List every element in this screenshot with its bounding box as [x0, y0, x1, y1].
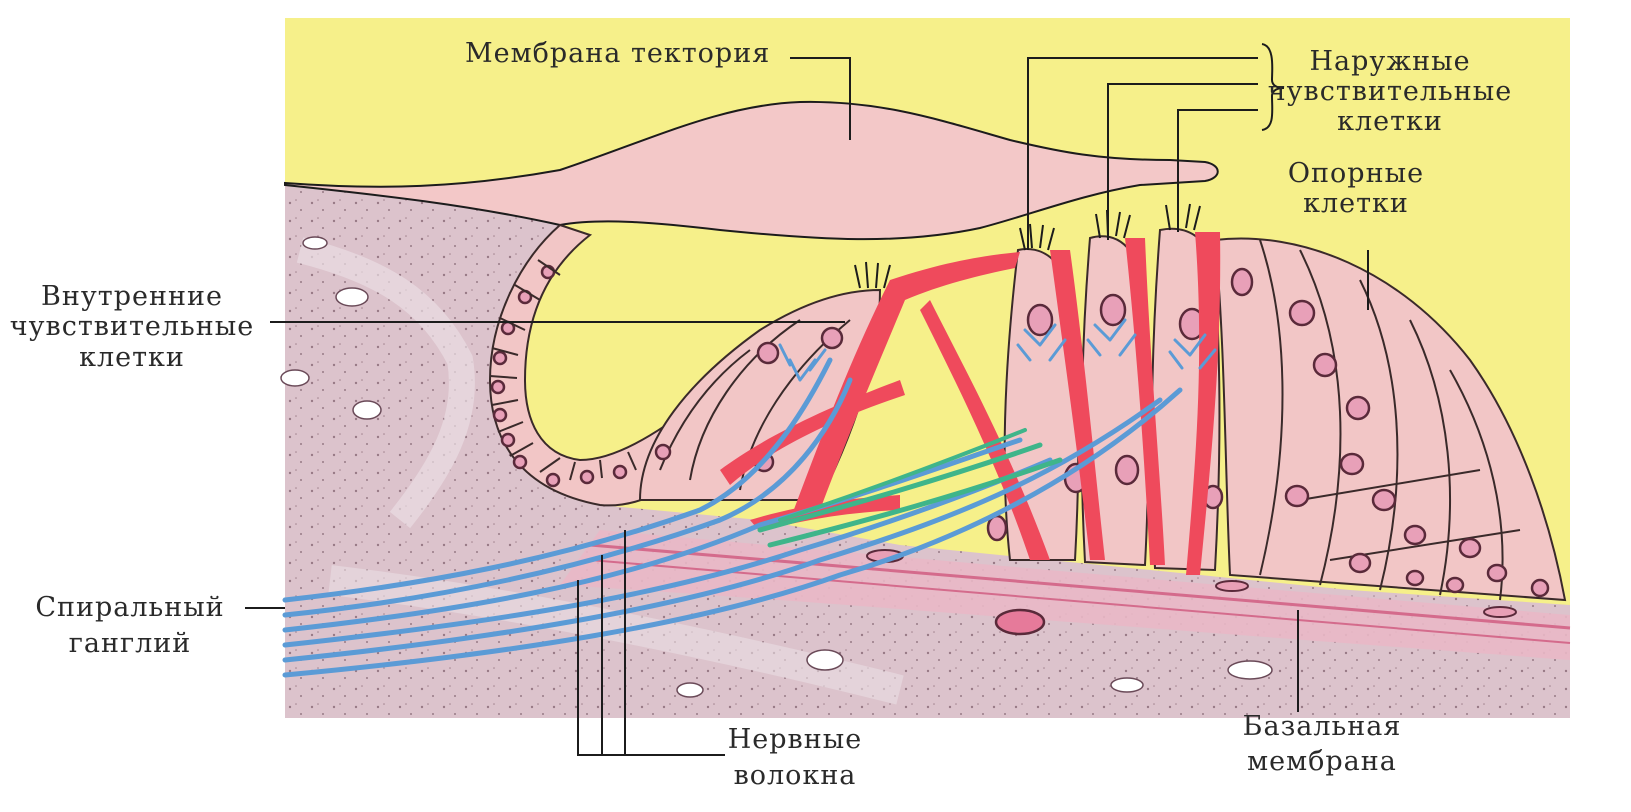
label-outer-line-2: чувствительные — [1268, 76, 1512, 107]
label-support-line-1: Опорные — [1288, 158, 1424, 189]
label-support-line-2: клетки — [1303, 188, 1409, 219]
label-outer-line-3: клетки — [1337, 106, 1443, 137]
label-spiral-ganglion: Спиральный ганглий — [35, 592, 224, 659]
label-inner-line-2: чувствительные — [10, 311, 254, 342]
label-inner-line-1: Внутренние — [41, 281, 223, 312]
label-inner-hair-cells: Внутренние чувствительные клетки — [10, 281, 254, 373]
label-ganglion-line-2: ганглий — [69, 628, 192, 659]
label-nerve-fibers: Нервные волокна — [728, 724, 862, 791]
label-nerve-line-1: Нервные — [728, 724, 862, 755]
label-tectorial-membrane: Мембрана тектория — [465, 38, 770, 69]
label-nerve-line-2: волокна — [734, 760, 857, 791]
label-basilar-line-1: Базальная — [1243, 711, 1402, 742]
label-inner-line-3: клетки — [79, 342, 185, 373]
label-basilar-line-2: мембрана — [1247, 746, 1397, 777]
label-outer-line-1: Наружные — [1309, 46, 1470, 77]
label-supporting-cells: Опорные клетки — [1288, 158, 1424, 219]
label-ganglion-line-1: Спиральный — [35, 592, 224, 623]
label-basilar-membrane: Базальная мембрана — [1243, 711, 1402, 777]
